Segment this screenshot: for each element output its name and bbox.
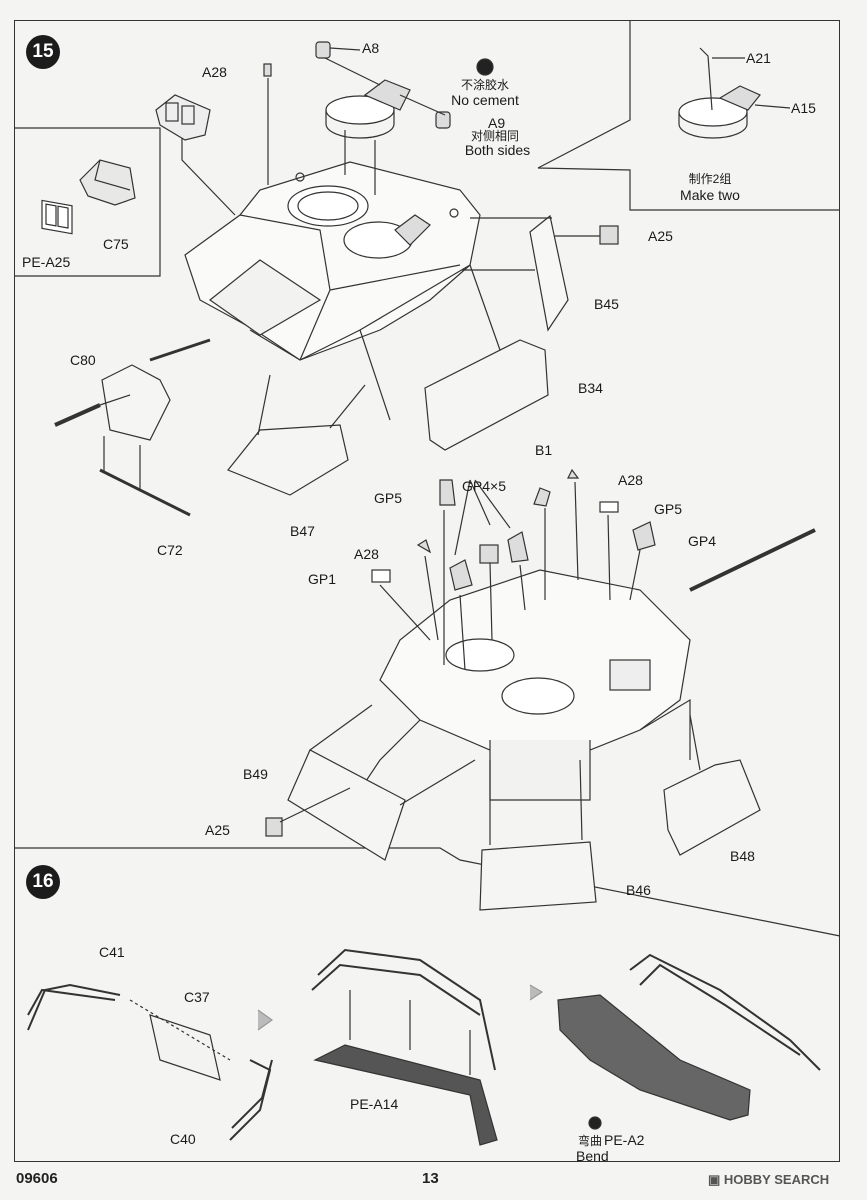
label-gp4: GP4	[688, 533, 717, 549]
label-a28-left: A28	[354, 546, 379, 562]
page-number: 13	[422, 1170, 439, 1187]
no-cement-en: No cement	[451, 92, 519, 108]
label-b45: B45	[594, 296, 619, 312]
label-a28-top: A28	[202, 64, 227, 80]
no-cement-cn: 不涂胶水	[460, 78, 509, 92]
label-b48: B48	[730, 848, 755, 864]
bend-cn: 弯曲	[578, 1134, 603, 1148]
upper-turret	[149, 161, 481, 362]
label-a21: A21	[746, 50, 771, 66]
page-frame	[14, 20, 840, 1162]
part-pe-a25	[41, 199, 73, 235]
label-c37: C37	[184, 989, 210, 1005]
label-b49: B49	[243, 766, 268, 782]
part-a28-box	[155, 94, 211, 141]
label-b1: B1	[535, 442, 553, 458]
step-15-badge: 15	[26, 35, 60, 69]
label-b47: B47	[290, 523, 315, 539]
label-a8: A8	[362, 40, 380, 56]
label-gp5-right: GP5	[654, 501, 683, 517]
label-a15: A15	[791, 100, 816, 116]
step-16-badge: 16	[26, 865, 60, 899]
watermark-text: HOBBY SEARCH	[723, 1172, 830, 1187]
label-b34: B34	[578, 380, 603, 396]
part-c75	[79, 159, 136, 206]
label-a25-right: A25	[648, 228, 673, 244]
label-c40: C40	[170, 1131, 196, 1147]
label-a25-left: A25	[205, 822, 230, 838]
lower-turret	[359, 528, 816, 801]
watermark-logo-icon: ▣	[708, 1172, 724, 1187]
both-sides-en: Both sides	[464, 142, 531, 158]
label-c80: C80	[70, 352, 96, 368]
label-b46: B46	[626, 882, 651, 898]
make-two-en: Make two	[680, 187, 740, 203]
label-c72: C72	[157, 542, 183, 558]
label-pe-a14: PE-A14	[350, 1096, 399, 1112]
step16-assembly	[27, 948, 821, 1146]
both-sides-cn: 对侧相同	[470, 129, 519, 143]
label-gp5-left: GP5	[374, 490, 403, 506]
make-two-cn: 制作2组	[688, 172, 732, 186]
label-c75: C75	[103, 236, 129, 252]
watermark: ▣ HOBBY SEARCH	[708, 1172, 829, 1188]
bend-en: Bend	[576, 1148, 609, 1164]
label-pe-a25: PE-A25	[22, 254, 71, 270]
label-a9: A9	[488, 115, 506, 131]
product-code: 09606	[16, 1170, 58, 1187]
label-pe-a2: PE-A2	[604, 1132, 645, 1148]
label-c41: C41	[99, 944, 125, 960]
label-gp4x5: GP4×5	[462, 478, 506, 494]
label-gp1: GP1	[308, 571, 337, 587]
label-a28-mid: A28	[618, 472, 643, 488]
